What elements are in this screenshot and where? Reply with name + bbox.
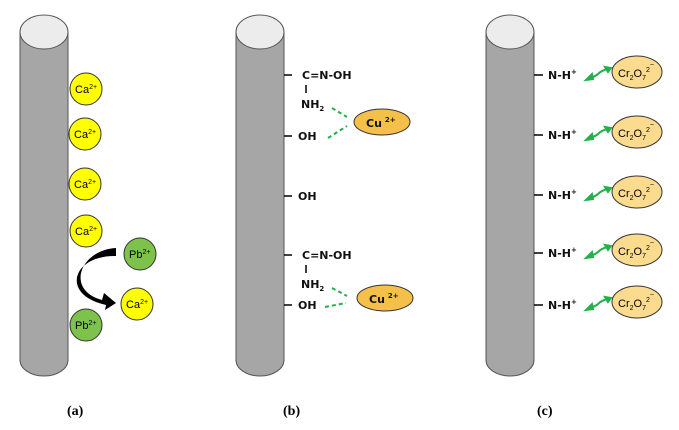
- hydroxyl-group: OH: [298, 190, 317, 203]
- dichromate-ion: Cr2O72−: [611, 175, 663, 209]
- dichromate-ion: Cr2O72−: [611, 55, 663, 89]
- amine-dichromate-pair: N-H+ Cr2O72−: [534, 175, 663, 209]
- amine-group: NH2: [301, 98, 324, 113]
- amine-dichromate-pair: N-H+ Cr2O72−: [534, 285, 663, 319]
- fiber-cylinder: [235, 14, 285, 377]
- svg-text:Cr2O72−: Cr2O72−: [618, 292, 654, 312]
- protonated-amine-group: N-H+: [548, 246, 577, 260]
- panel-c: (c) N-H+Cr2O72−N-H+Cr2O72−N-H+Cr2O72−N-H…: [485, 14, 663, 419]
- fiber-cylinder: [19, 14, 69, 377]
- svg-text:Ca2+: Ca2+: [75, 84, 97, 96]
- svg-text:Ca2+: Ca2+: [126, 299, 148, 311]
- double-arrow-icon: [583, 185, 613, 202]
- oxime-group: C=N-OH: [302, 69, 352, 82]
- calcium-ion: Ca2+: [68, 117, 102, 151]
- dichromate-ion: Cr2O72−: [611, 233, 663, 267]
- amine-dichromate-pair: N-H+ Cr2O72−: [534, 55, 663, 89]
- svg-text:Cr2O72−: Cr2O72−: [618, 62, 654, 82]
- protonated-amine-group: N-H+: [548, 128, 577, 142]
- svg-text:Pb2+: Pb2+: [75, 320, 96, 332]
- svg-text:Cr2O72−: Cr2O72−: [618, 182, 654, 202]
- panel-a: Ca2+ Ca2+ Ca2+ Ca2+ Pb2+ Ca2+ Pb2+ (a): [19, 14, 157, 419]
- hydroxyl-group: OH: [298, 299, 317, 312]
- caption-a: (a): [67, 404, 84, 419]
- calcium-ion: Ca2+: [68, 167, 102, 201]
- dichromate-ion: Cr2O72−: [611, 285, 663, 319]
- hydroxyl-group: OH: [298, 130, 317, 143]
- double-arrow-icon: [583, 125, 613, 142]
- svg-text:Ca2+: Ca2+: [74, 129, 96, 141]
- caption-b: (b): [283, 404, 300, 419]
- svg-text:Ca2+: Ca2+: [75, 226, 97, 238]
- protonated-amine-group: N-H+: [548, 68, 577, 82]
- amine-group: NH2: [301, 278, 324, 293]
- double-arrow-icon: [583, 295, 613, 312]
- amine-dichromate-pair: N-H+ Cr2O72−: [534, 115, 663, 149]
- lead-ion: Pb2+: [123, 237, 157, 271]
- oxime-group: C=N-OH: [302, 249, 352, 262]
- caption-c: (c): [537, 404, 553, 419]
- dichromate-ion: Cr2O72−: [611, 115, 663, 149]
- calcium-ion: Ca2+: [69, 214, 103, 248]
- svg-text:Pb2+: Pb2+: [129, 249, 150, 261]
- protonated-amine-group: N-H+: [548, 188, 577, 202]
- calcium-ion: Ca2+: [69, 72, 103, 106]
- svg-text:Cu2+: Cu2+: [366, 116, 396, 130]
- calcium-ion: Ca2+: [120, 287, 154, 321]
- exchange-arrow-icon: [76, 248, 116, 310]
- svg-text:Cr2O72−: Cr2O72−: [618, 122, 654, 142]
- lead-ion: Pb2+: [69, 308, 103, 342]
- protonated-amine-group: N-H+: [548, 298, 577, 312]
- coordination-bonds: [324, 107, 348, 308]
- amine-dichromate-pair: N-H+ Cr2O72−: [534, 233, 663, 267]
- double-arrow-icon: [583, 243, 613, 260]
- svg-text:Cr2O72−: Cr2O72−: [618, 240, 654, 260]
- svg-text:Cu2+: Cu2+: [369, 292, 399, 306]
- fiber-cylinder: [485, 14, 535, 377]
- svg-text:Ca2+: Ca2+: [74, 179, 96, 191]
- double-arrow-icon: [583, 65, 613, 82]
